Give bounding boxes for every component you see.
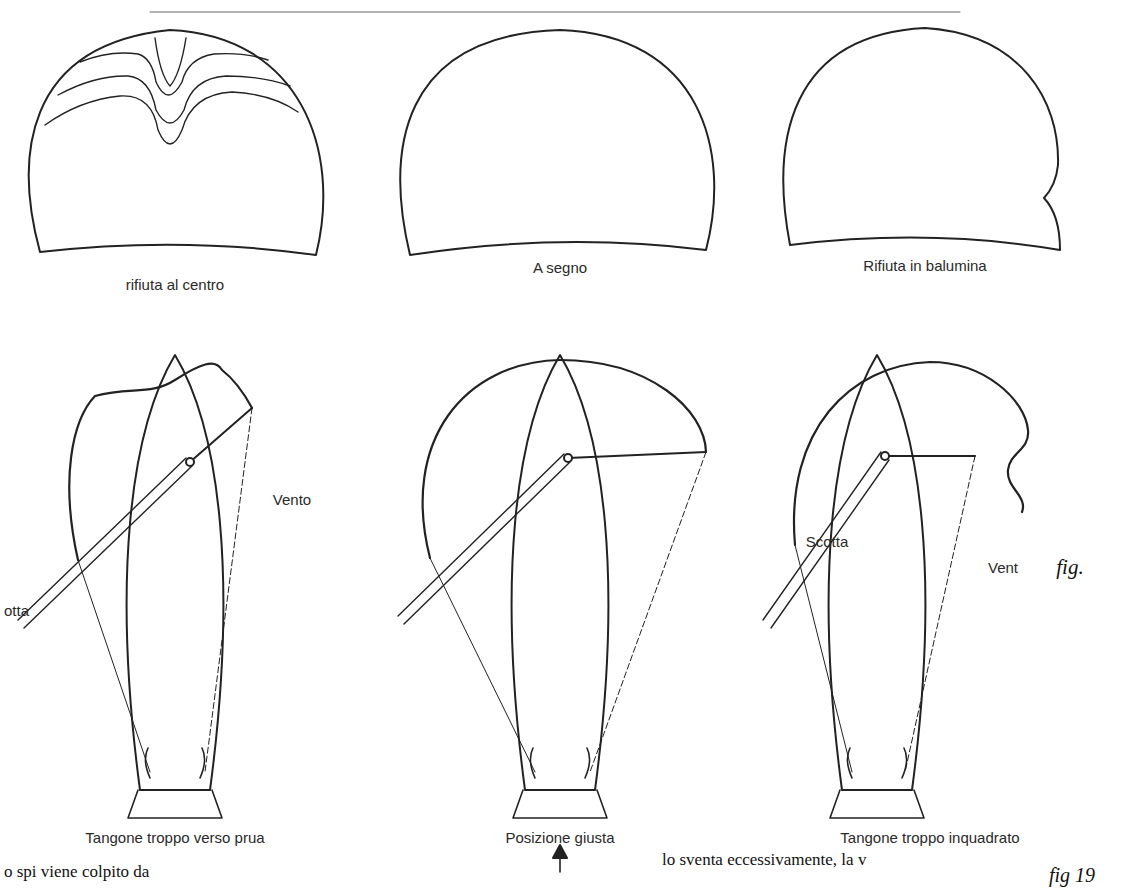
part-label: otta xyxy=(4,602,29,619)
position-label: Posizione giusta xyxy=(505,829,614,846)
boat-correct-position xyxy=(398,355,706,872)
boat-pole-too-squared xyxy=(763,355,1028,818)
boat-pole-too-far-forward xyxy=(18,355,252,818)
figure-ref: fig. xyxy=(1056,555,1083,579)
part-label: Vent xyxy=(988,559,1018,576)
part-label: Vento xyxy=(273,491,311,508)
position-label: Tangone troppo verso prua xyxy=(85,829,264,846)
body-text-fragment: lo sventa eccessivamente, la v xyxy=(662,850,866,870)
body-text-fragment: o spi viene colpito da xyxy=(4,862,149,882)
spinnaker-collapsing-leech xyxy=(783,28,1060,250)
spinnaker-fold-lines xyxy=(45,38,298,144)
spinnaker-correct xyxy=(400,30,714,255)
sail-state-label: A segno xyxy=(533,259,587,276)
part-label: Scotta xyxy=(806,533,849,550)
figure-caption: fig 19 xyxy=(1049,864,1095,887)
spinnaker-collapsing-center xyxy=(29,30,323,255)
position-label: Tangone troppo inquadrato xyxy=(840,829,1019,846)
sail-state-label: Rifiuta in balumina xyxy=(863,257,986,274)
sail-state-label: rifiuta al centro xyxy=(126,276,224,293)
page-rule xyxy=(150,12,960,13)
